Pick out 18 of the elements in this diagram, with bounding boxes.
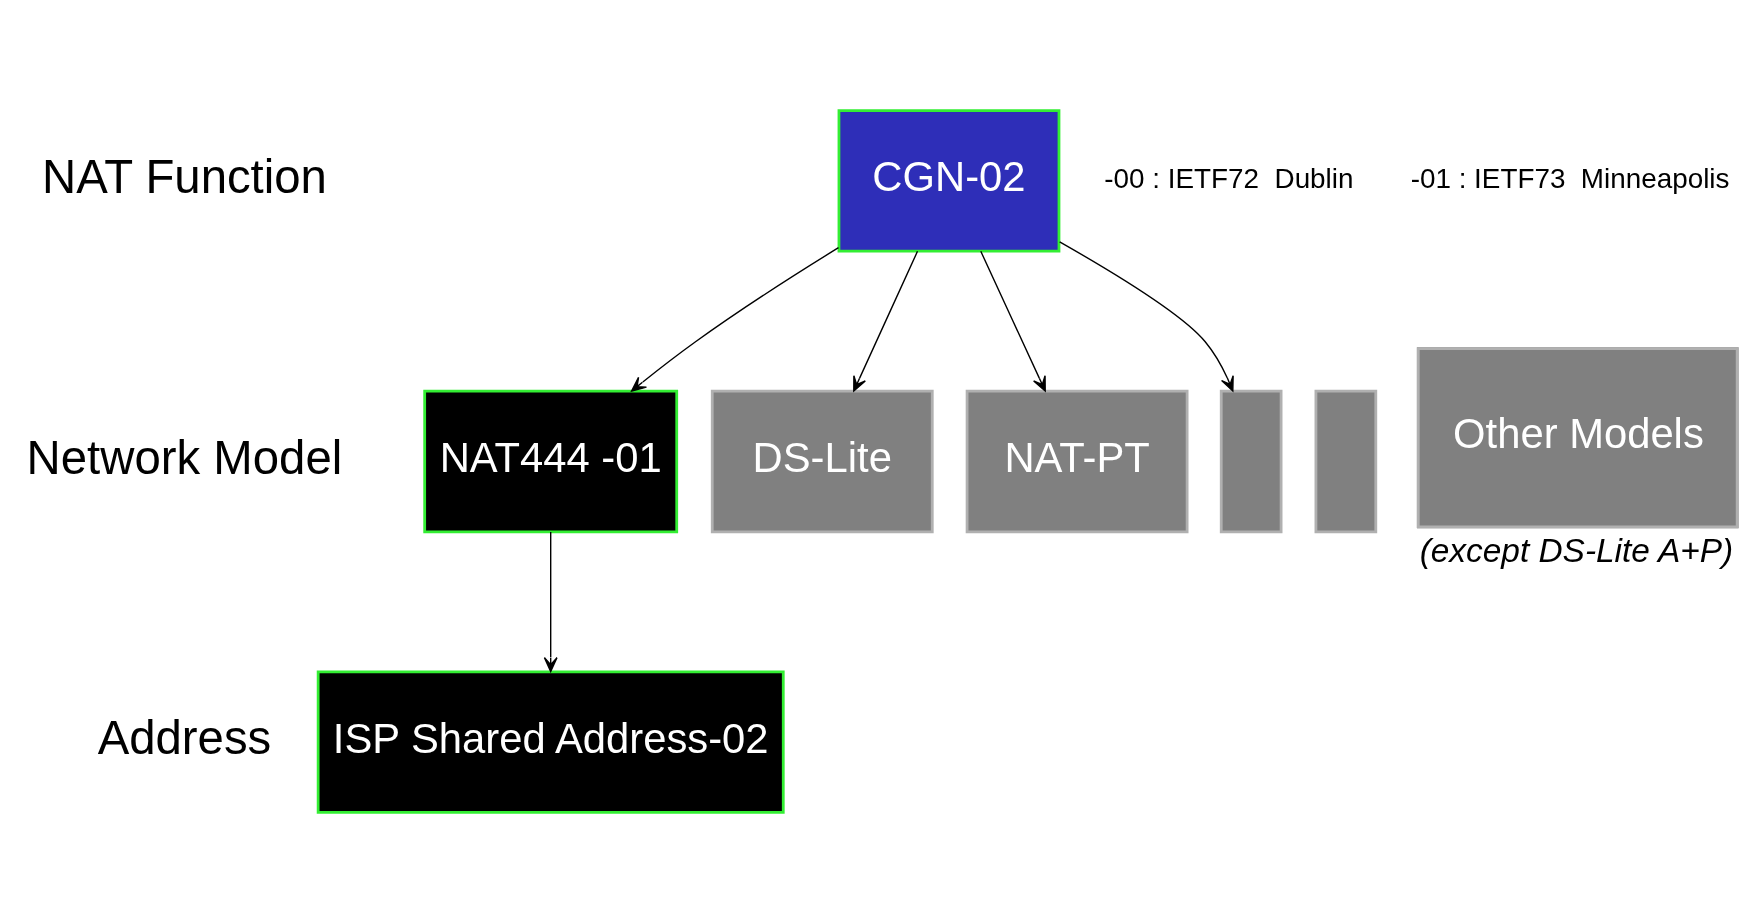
arrow	[630, 246, 840, 392]
arrow	[853, 250, 919, 392]
node-box: CGN-02	[837, 108, 1061, 253]
node-box	[1219, 389, 1283, 533]
label: -01 : IETF73 Minneapolis	[1410, 162, 1730, 194]
node-label: (except DS-Lite A+P)	[1419, 531, 1734, 569]
node-box	[1314, 389, 1378, 533]
node-box: DS-Lite	[710, 389, 934, 533]
node-box: NAT-PT	[965, 389, 1189, 533]
label: NAT Function	[41, 149, 327, 203]
label: -00 : IETF72 Dublin	[1104, 162, 1354, 194]
label: Network Model	[26, 430, 343, 484]
node-box: NAT444 -01	[423, 389, 679, 533]
node-box: ISP Shared Address-02	[316, 669, 785, 814]
arrow	[980, 250, 1046, 392]
arrow	[543, 530, 558, 672]
arrow	[1058, 240, 1234, 392]
label: Address	[97, 710, 272, 764]
